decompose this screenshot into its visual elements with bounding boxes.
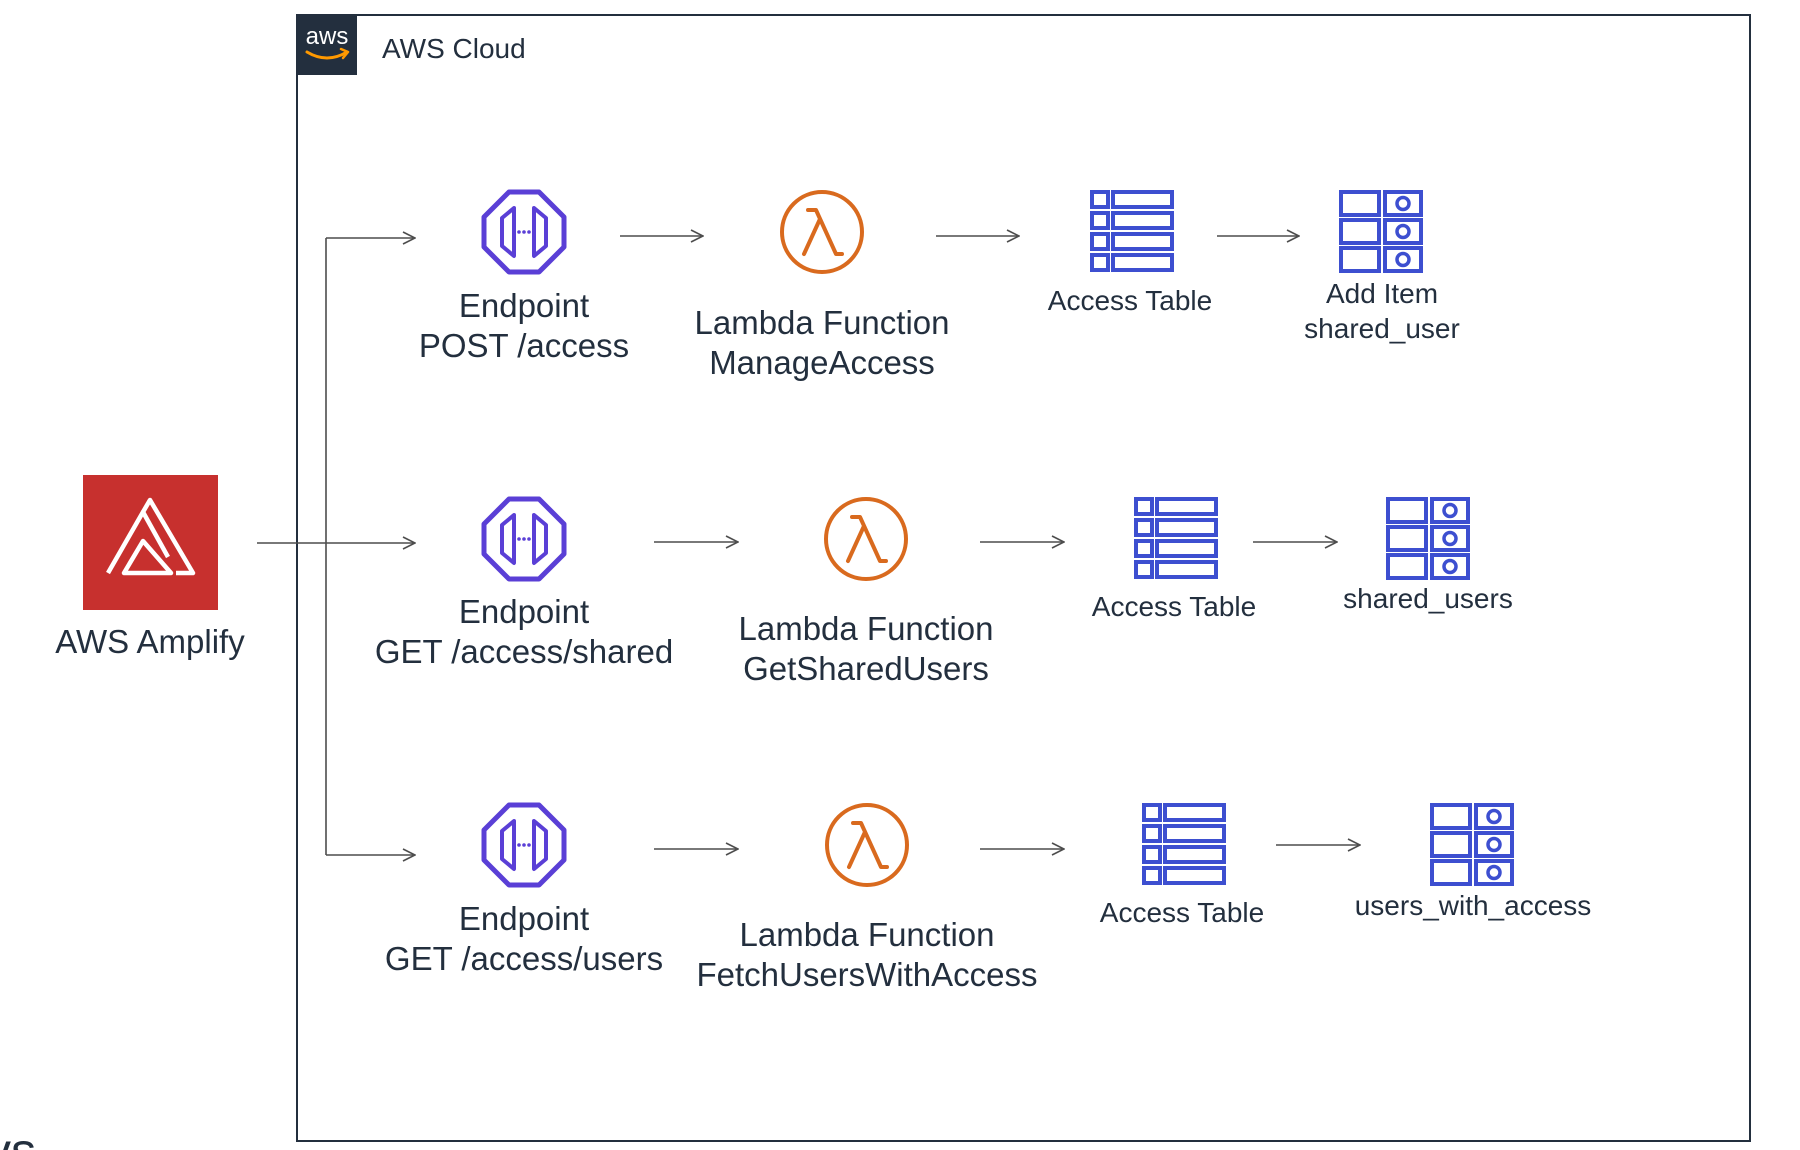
lambda-name: GetSharedUsers [743,650,989,687]
amplify-icon [83,475,218,610]
lambda-title: Lambda Function [695,304,950,341]
api-gateway-icon[interactable] [484,805,564,885]
lambda-icon[interactable] [780,190,864,274]
lambda-title: Lambda Function [739,610,994,647]
item-label: shared_users [1343,583,1513,614]
table-label: Access Table [1048,285,1212,316]
endpoint-title: Endpoint [459,900,589,937]
dynamodb-table-icon[interactable] [1134,497,1218,579]
dynamodb-table-icon[interactable] [1090,190,1174,272]
api-gateway-icon[interactable] [484,192,564,272]
aws-cloud-group: aws AWS Cloud [296,14,1751,1142]
endpoint-route: GET /access/users [385,940,663,977]
dynamodb-item-icon[interactable] [1430,803,1514,886]
aws-cloud-title: AWS Cloud [382,33,526,64]
amplify-connectors [257,238,414,855]
flow-row-post-access: Endpoint POST /access Lambda Function Ma… [419,192,1460,381]
lambda-name: FetchUsersWithAccess [696,956,1037,993]
item-label-line2: shared_user [1304,313,1460,344]
lambda-name: ManageAccess [709,344,935,381]
aws-logo-icon: aws [297,15,357,75]
dynamodb-table-icon[interactable] [1142,803,1226,885]
table-label: Access Table [1092,591,1256,622]
aws-logo-text: aws [306,23,349,50]
lambda-icon[interactable] [824,497,908,581]
flow-row-get-access-shared: Endpoint GET /access/shared Lambda Funct… [375,499,1513,687]
lambda-title: Lambda Function [740,916,995,953]
item-label: users_with_access [1355,890,1592,921]
flow-row-get-access-users: Endpoint GET /access/users Lambda Functi… [385,805,1591,993]
table-label: Access Table [1100,897,1264,928]
endpoint-route: POST /access [419,327,629,364]
api-gateway-icon[interactable] [484,499,564,579]
aws-amplify-node[interactable]: AWS Amplify [55,475,245,660]
dynamodb-item-icon[interactable] [1339,190,1423,273]
dynamodb-item-icon[interactable] [1386,497,1470,580]
lambda-icon[interactable] [825,803,909,887]
item-label-line1: Add Item [1326,278,1438,309]
amplify-logo-icon [106,497,196,576]
endpoint-route: GET /access/shared [375,633,673,670]
endpoint-title: Endpoint [459,593,589,630]
cropped-corner-text: vs [0,1123,36,1150]
amplify-label: AWS Amplify [55,623,245,660]
endpoint-title: Endpoint [459,287,589,324]
aws-cloud-border [296,14,1751,1142]
